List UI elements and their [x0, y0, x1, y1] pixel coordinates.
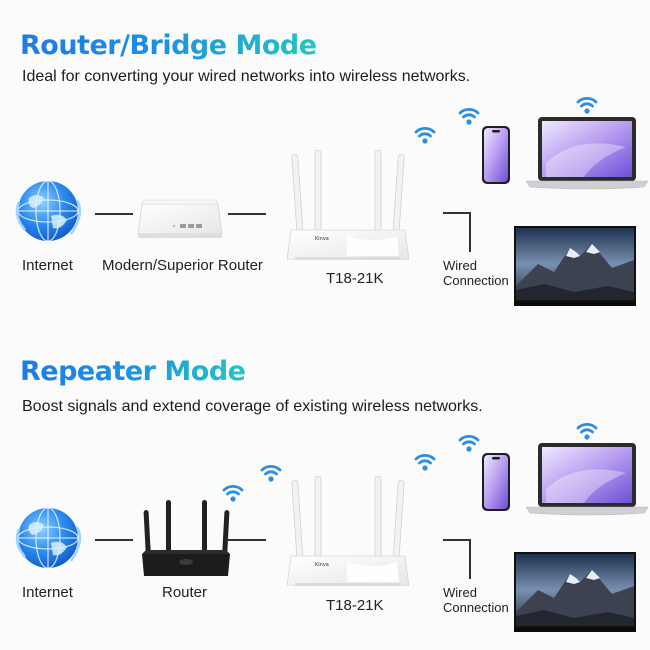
modem-icon [136, 196, 224, 244]
wired-connector [443, 539, 470, 541]
wired-connection-label: Wired Connection [443, 585, 509, 615]
tv-icon [514, 552, 636, 634]
wifi-icon [457, 430, 481, 454]
tv-icon [514, 226, 636, 308]
phone-icon [481, 452, 511, 512]
wired-label-line1: Wired [443, 258, 477, 273]
device-brand: Kinva [315, 562, 329, 568]
wired-connection-label: Wired Connection [443, 258, 509, 288]
wired-connector [443, 212, 470, 214]
connector-line [95, 539, 133, 541]
wifi-icon [457, 103, 481, 127]
router-icon: Kinva [287, 150, 411, 260]
phone-icon [481, 125, 511, 185]
globe-icon [15, 505, 81, 571]
wired-label-line1: Wired [443, 585, 477, 600]
connector-line [95, 213, 133, 215]
wired-connector [469, 212, 471, 252]
wifi-icon [413, 449, 437, 473]
section-subtitle-router-bridge: Ideal for converting your wired networks… [22, 68, 471, 85]
device-label: T18-21K [326, 597, 384, 614]
device-brand: Kinva [315, 236, 329, 242]
wifi-icon [575, 92, 599, 116]
globe-icon [15, 178, 81, 244]
section-title-repeater: Repeater Mode [20, 356, 246, 387]
internet-label: Internet [22, 584, 73, 601]
wifi-icon [575, 418, 599, 442]
wifi-icon [413, 122, 437, 146]
connector-line [228, 539, 266, 541]
device-label: T18-21K [326, 270, 384, 287]
internet-label: Internet [22, 257, 73, 274]
connector-line [228, 213, 266, 215]
upstream-router-label: Router [162, 584, 208, 601]
wifi-icon [221, 480, 245, 504]
upstream-router-label: Modern/Superior Router [102, 257, 263, 274]
section-subtitle-repeater: Boost signals and extend coverage of exi… [22, 398, 483, 415]
wifi-icon [259, 460, 283, 484]
laptop-icon [526, 115, 648, 191]
wired-label-line2: Connection [443, 600, 509, 615]
router-icon: Kinva [287, 476, 411, 586]
section-title-router-bridge: Router/Bridge Mode [20, 30, 317, 61]
wired-label-line2: Connection [443, 273, 509, 288]
laptop-icon [526, 441, 648, 517]
router-icon [140, 498, 232, 578]
wired-connector [469, 539, 471, 579]
